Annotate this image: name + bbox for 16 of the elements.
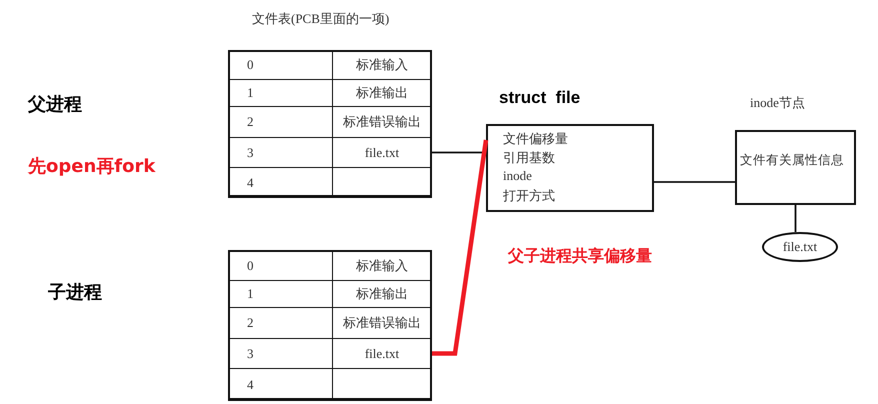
heading: inode节点 [750,94,805,112]
field-text: 打开方式 [503,187,555,205]
field-text: inode [503,168,532,184]
connector-line [432,140,488,356]
field-text: 文件偏移量 [503,130,568,148]
connector-line [654,181,735,183]
field-text: 引用基数 [503,149,555,167]
side-label: 子进程 [48,281,102,304]
heading: 文件表(PCB里面的一项) [252,10,390,28]
side-label: 父进程 [28,93,82,116]
heading: struct file [499,88,580,108]
connector-line [794,205,796,232]
ellipse-node: file.txt [762,232,838,262]
field-text: 文件有关属性信息 [740,152,844,169]
side-label: 父子进程共享偏移量 [508,246,652,267]
side-label: 先open再fork [28,155,156,178]
